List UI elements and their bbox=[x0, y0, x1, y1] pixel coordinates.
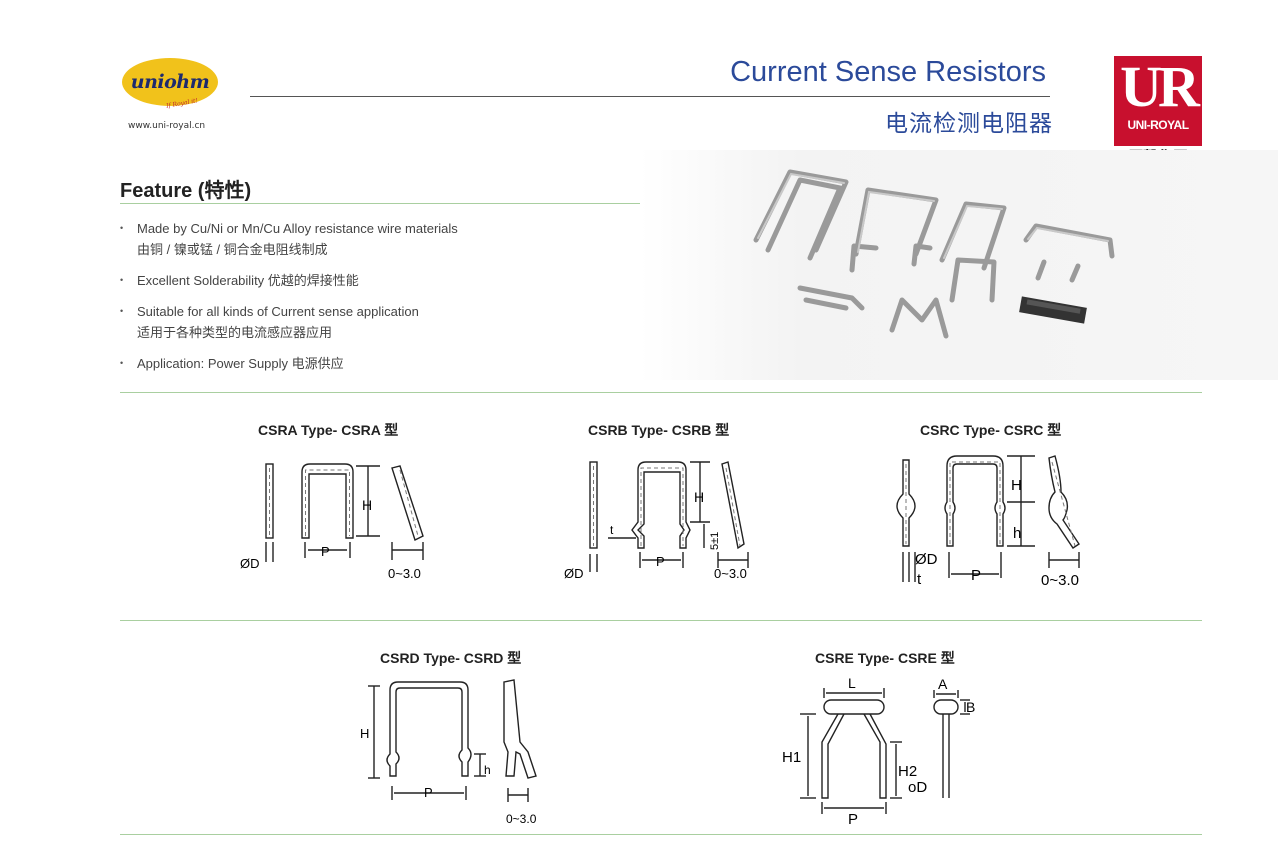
csre-label-l: L bbox=[848, 675, 856, 691]
csre-label-h2: H2 bbox=[898, 763, 917, 780]
website-url: www.uni-royal.cn bbox=[128, 121, 206, 131]
csrb-label-d: ØD bbox=[564, 566, 584, 581]
brand-name: UNI-ROYAL bbox=[1127, 118, 1189, 132]
csrd-diagram: H h P 0~3.0 bbox=[360, 679, 537, 826]
csrb-diagram: H t ØD P 5±1 0~3.0 bbox=[564, 461, 749, 581]
csra-label-h: H bbox=[362, 497, 372, 513]
csra-label-range: 0~3.0 bbox=[388, 566, 421, 581]
csre-label-h1: H1 bbox=[782, 749, 801, 766]
csrd-title: CSRD Type- CSRD 型 bbox=[380, 650, 522, 666]
feature-heading: Feature (特性) bbox=[120, 180, 252, 202]
section-divider bbox=[120, 392, 1202, 393]
csrb-label-t: t bbox=[610, 523, 614, 537]
page-title: Current Sense Resistors bbox=[730, 56, 1046, 88]
section-divider bbox=[120, 620, 1202, 621]
csrb-label-five: 5±1 bbox=[709, 532, 721, 550]
csrc-label-p: P bbox=[971, 567, 981, 584]
uni-royal-logo bbox=[1114, 56, 1202, 146]
csra-label-d: ØD bbox=[240, 556, 260, 571]
csrc-label-h-lower: h bbox=[1013, 525, 1021, 542]
csrb-label-h: H bbox=[694, 489, 704, 505]
csrc-label-t: t bbox=[917, 571, 922, 588]
uniohm-logo: uniohm bbox=[122, 58, 218, 106]
logo-text: uniohm bbox=[130, 71, 210, 93]
csrd-label-p: P bbox=[424, 785, 433, 800]
csrb-title: CSRB Type- CSRB 型 bbox=[588, 422, 730, 438]
feature-item: Suitable for all kinds of Current sense … bbox=[120, 301, 680, 343]
feature-list: Made by Cu/Ni or Mn/Cu Alloy resistance … bbox=[120, 218, 680, 384]
csre-diagram: L A B H1 H2 oD P bbox=[782, 675, 975, 828]
brand-mark: UR bbox=[1120, 54, 1200, 119]
csra-diagram: H ØD P 0~3.0 bbox=[240, 463, 424, 581]
csrc-diagram: H h ØD t P 0~3.0 bbox=[896, 455, 1080, 589]
csrd-label-h-upper: H bbox=[360, 726, 369, 741]
section-divider bbox=[120, 834, 1202, 835]
csra-title: CSRA Type- CSRA 型 bbox=[258, 422, 399, 438]
csre-label-a: A bbox=[938, 676, 948, 692]
feature-item: Excellent Solderability 优越的焊接性能 bbox=[120, 270, 680, 291]
feature-divider bbox=[120, 203, 675, 204]
csrb-label-range: 0~3.0 bbox=[714, 566, 747, 581]
csrb-label-p: P bbox=[656, 554, 665, 569]
csrc-label-h-upper: H bbox=[1011, 477, 1022, 494]
feature-item: Application: Power Supply 电源供应 bbox=[120, 353, 680, 374]
csre-label-p: P bbox=[848, 811, 858, 828]
csrc-title: CSRC Type- CSRC 型 bbox=[920, 422, 1062, 438]
csrc-label-d: ØD bbox=[915, 551, 938, 568]
csre-label-od: oD bbox=[908, 779, 927, 796]
csre-title: CSRE Type- CSRE 型 bbox=[815, 650, 955, 666]
page-title-chinese: 电流检测电阻器 bbox=[885, 111, 1053, 137]
product-photo bbox=[640, 150, 1278, 380]
csrd-label-h-lower: h bbox=[484, 763, 491, 777]
csrd-label-range: 0~3.0 bbox=[506, 812, 537, 826]
header-divider bbox=[250, 96, 1050, 97]
csrc-label-range: 0~3.0 bbox=[1041, 572, 1079, 589]
feature-item: Made by Cu/Ni or Mn/Cu Alloy resistance … bbox=[120, 218, 680, 260]
csra-label-p: P bbox=[321, 544, 330, 559]
csre-label-b: B bbox=[966, 699, 975, 715]
